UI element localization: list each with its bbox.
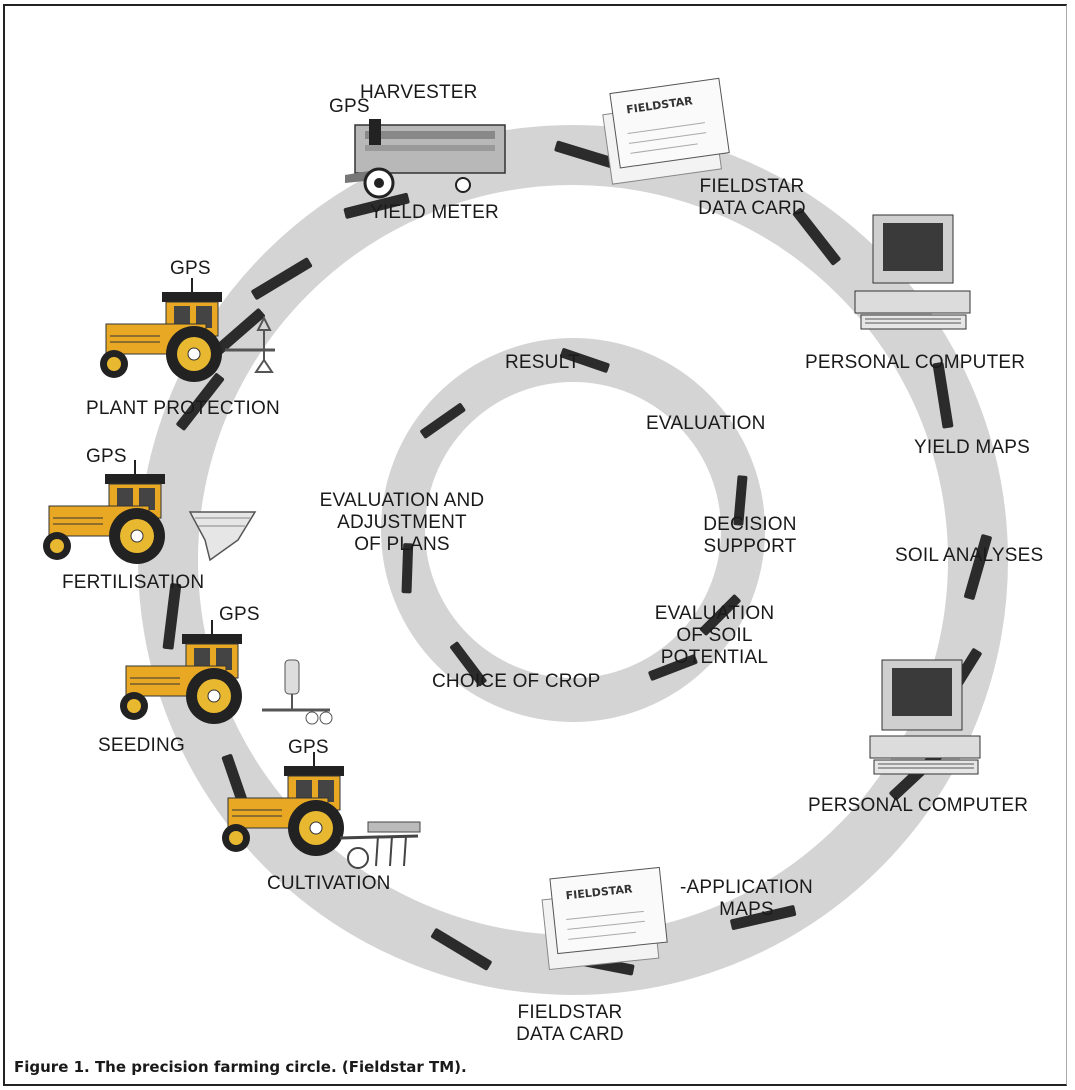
computer-bottom-image: [869, 659, 981, 775]
application-maps-line2: MAPS: [719, 899, 774, 920]
decision-support-line1: DECISION: [703, 514, 797, 535]
tractor-seeding: [120, 620, 242, 724]
yield-meter-label: YIELD METER: [370, 202, 499, 223]
tractor-fertilisation: [43, 460, 165, 564]
data-card-bottom-line2: DATA CARD: [516, 1024, 624, 1045]
outer-separator-14: [251, 257, 313, 300]
inner-separator-3: [699, 594, 741, 636]
data-card-bottom-label: FIELDSTAR DATA CARD: [505, 1002, 635, 1046]
result-label: RESULT: [505, 352, 580, 373]
plant-protection-label: PLANT PROTECTION: [86, 398, 280, 419]
harvester-image: [345, 119, 506, 199]
inner-ring-separators: [401, 348, 748, 687]
inner-separator-6: [401, 543, 414, 594]
outer-separator-2: [792, 207, 841, 266]
soil-analyses-label: SOIL ANALYSES: [895, 545, 1044, 566]
yield-maps-label: YIELD MAPS: [914, 437, 1031, 458]
cultivation-label: CULTIVATION: [267, 873, 391, 894]
sprayer-implement: [225, 315, 275, 373]
harvester-label: HARVESTER: [360, 82, 478, 103]
adjustment-line1: EVALUATION AND: [319, 490, 485, 511]
outer-separator-15: [343, 192, 410, 219]
outer-separator-3: [932, 362, 954, 429]
outer-separator-9: [430, 928, 492, 971]
inner-separator-1: [560, 348, 610, 373]
data-card-bottom-line1: FIELDSTAR: [517, 1002, 623, 1023]
gps-plant-protection-label: GPS: [170, 258, 211, 279]
inner-separator-7: [420, 403, 466, 439]
pc-top-label: PERSONAL COMPUTER: [805, 352, 1026, 373]
inner-separator-5: [450, 641, 487, 687]
outer-separator-11: [162, 583, 182, 650]
outer-separator-1: [554, 140, 620, 170]
soil-potential-line1: EVALUATION: [654, 603, 775, 624]
data-card-top: FIELDSTAR: [602, 77, 730, 185]
data-card-top-label-line1: FIELDSTAR: [699, 176, 805, 197]
seeder-implement: [262, 659, 333, 725]
adjustment-label: EVALUATION AND ADJUSTMENT OF PLANS: [302, 490, 502, 556]
seeding-label: SEEDING: [98, 735, 185, 756]
outer-separator-4: [964, 534, 992, 600]
figure-caption: Figure 1. The precision farming circle. …: [14, 1058, 467, 1076]
cultivator-implement: [339, 821, 421, 869]
gps-seeding-label: GPS: [219, 604, 260, 625]
adjustment-line2: ADJUSTMENT: [337, 512, 467, 533]
application-maps-line1: -APPLICATION: [680, 877, 813, 898]
soil-potential-line3: POTENTIAL: [660, 647, 769, 668]
gps-cultivation-label: GPS: [288, 737, 329, 758]
spreader-implement: [188, 511, 257, 562]
choice-of-crop-label: CHOICE OF CROP: [432, 671, 601, 692]
decision-support-line2: SUPPORT: [703, 536, 797, 557]
adjustment-line3: OF PLANS: [354, 534, 450, 555]
fertilisation-label: FERTILISATION: [62, 572, 205, 593]
inner-separator-4: [648, 654, 698, 681]
soil-potential-line2: OF SOIL: [676, 625, 753, 646]
data-card-top-label: FIELDSTAR DATA CARD: [692, 176, 812, 220]
outer-separator-13: [209, 308, 265, 359]
soil-potential-label: EVALUATION OF SOIL POTENTIAL: [642, 603, 787, 669]
figure-frame: [3, 4, 1067, 1086]
evaluation-label: EVALUATION: [646, 413, 766, 434]
gps-harvester-label: GPS: [329, 96, 370, 117]
outer-separator-7: [730, 905, 797, 930]
data-card-top-label-line2: DATA CARD: [698, 198, 806, 219]
data-card-bottom: FIELDSTAR: [541, 866, 668, 971]
computer-top-image: [854, 214, 971, 330]
decision-support-label: DECISION SUPPORT: [690, 514, 810, 558]
outer-separator-12: [176, 373, 225, 431]
application-maps-label: -APPLICATION MAPS: [664, 877, 829, 921]
inner-separator-2: [733, 475, 748, 526]
gps-fertilisation-label: GPS: [86, 446, 127, 467]
tractor-plant-protection: [100, 278, 222, 382]
pc-bottom-label: PERSONAL COMPUTER: [808, 795, 1029, 816]
tractor-cultivation: [222, 752, 344, 856]
